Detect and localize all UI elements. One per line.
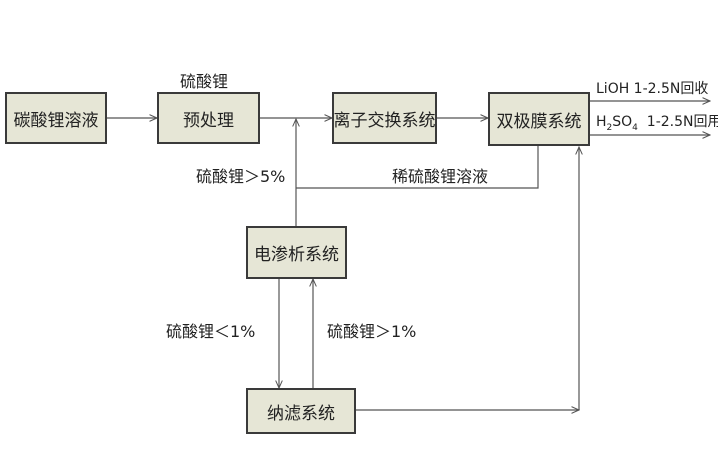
h2so4-sub-4: 4: [632, 122, 638, 133]
node-pretreatment: 预处理: [157, 92, 260, 144]
label-pretreatment-input: 硫酸锂: [180, 72, 229, 91]
h2so4-suffix: 1-2.5N回用: [637, 114, 718, 130]
label-h2so4-output: H2SO4 1-2.5N回用: [596, 111, 718, 133]
node-lithium-carbonate-solution: 碳酸锂溶液: [5, 92, 107, 144]
label-lithium-sulfate-gt-5: 硫酸锂＞5%: [196, 167, 286, 186]
node-nanofiltration-system: 纳滤系统: [246, 388, 356, 434]
label-lioh-output: LiOH 1-2.5N回收: [596, 81, 709, 97]
label-dilute-lithium-sulfate: 稀硫酸锂溶液: [392, 167, 489, 186]
h2so4-sub-2: 2: [606, 122, 613, 133]
h2so4-so: SO: [612, 114, 633, 130]
edge-dilute-return: [296, 146, 539, 189]
label-lithium-sulfate-gt-1: 硫酸锂＞1%: [327, 322, 417, 341]
node-ion-exchange-system: 离子交换系统: [332, 92, 437, 144]
node-bipolar-membrane-system: 双极膜系统: [488, 92, 590, 146]
node-electrodialysis-system: 电渗析系统: [246, 226, 347, 279]
label-lithium-sulfate-lt-1: 硫酸锂＜1%: [166, 322, 256, 341]
h2so4-h: H: [596, 114, 607, 130]
